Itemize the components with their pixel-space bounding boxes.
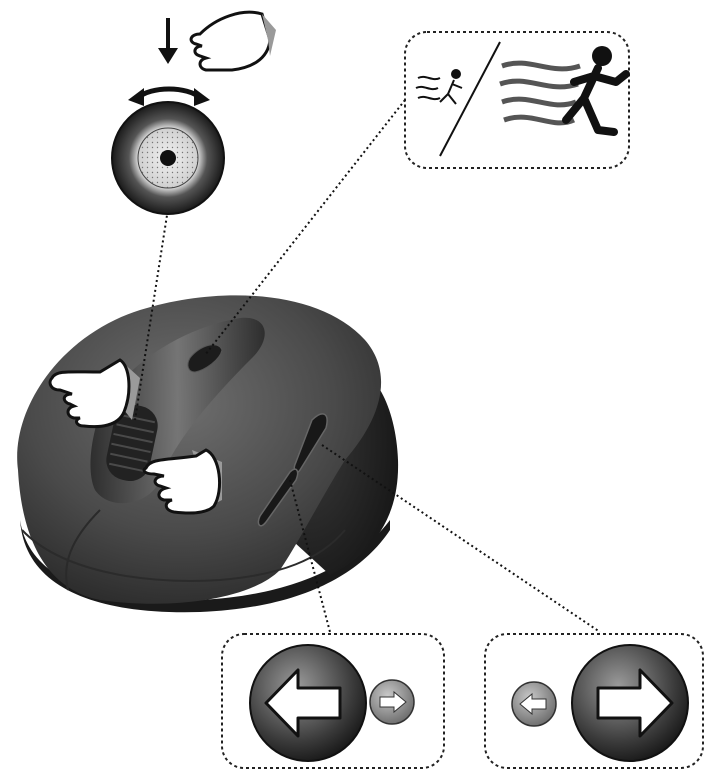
forward-button-callout <box>485 634 703 768</box>
scroll-wheel-callout <box>112 12 276 214</box>
dpi-speed-callout <box>405 32 629 168</box>
down-arrow-icon <box>158 18 178 64</box>
press-hand-icon <box>191 12 276 70</box>
back-button-callout <box>222 634 444 768</box>
